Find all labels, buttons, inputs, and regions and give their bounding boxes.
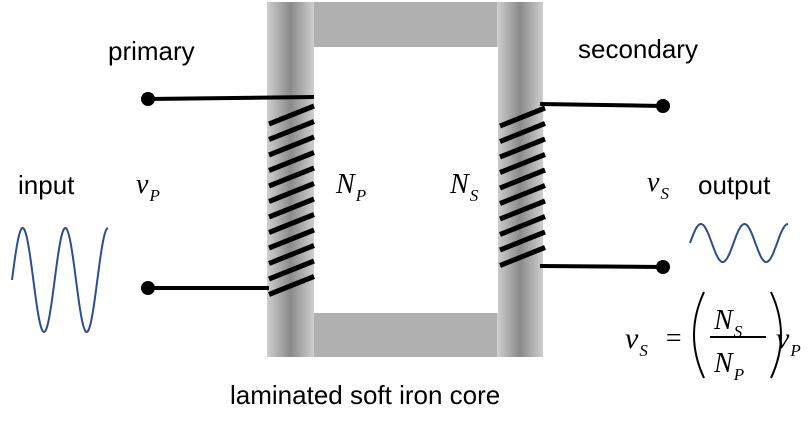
coil-winding bbox=[268, 134, 315, 158]
coil-winding bbox=[499, 229, 546, 253]
coil-winding bbox=[499, 136, 546, 160]
coil-winding bbox=[499, 198, 546, 222]
secondary-bottom-terminal bbox=[656, 260, 670, 274]
equation-rhs: vP bbox=[776, 322, 801, 360]
ns-symbol: NS bbox=[449, 169, 479, 205]
coil-winding bbox=[268, 165, 315, 189]
coil-winding bbox=[499, 183, 546, 206]
coil-winding bbox=[499, 245, 546, 268]
coil-winding bbox=[268, 212, 315, 235]
coil-winding bbox=[268, 274, 315, 297]
secondary-coil bbox=[499, 105, 546, 268]
secondary-top-lead bbox=[539, 102, 664, 108]
coil-winding bbox=[268, 243, 315, 266]
primary-top-terminal bbox=[141, 92, 155, 106]
coil-winding bbox=[499, 214, 546, 237]
equation-lhs: vS bbox=[625, 322, 648, 360]
primary-bottom-terminal bbox=[141, 281, 155, 295]
coil-winding bbox=[268, 258, 315, 282]
coil-winding bbox=[499, 105, 546, 129]
secondary-bottom-lead bbox=[539, 264, 664, 269]
vs-symbol: vS bbox=[647, 167, 669, 203]
coil-winding bbox=[499, 167, 546, 191]
core-label: laminated soft iron core bbox=[230, 380, 500, 410]
equation-denominator: NP bbox=[713, 348, 744, 384]
output-label: output bbox=[698, 170, 771, 200]
equation-numerator: NS bbox=[713, 305, 743, 341]
np-symbol: NP bbox=[335, 169, 366, 205]
input-sine-wave bbox=[11, 226, 109, 334]
coil-winding bbox=[268, 196, 315, 220]
coil-winding bbox=[268, 119, 315, 142]
primary-label: primary bbox=[108, 36, 195, 66]
coil-winding bbox=[268, 227, 315, 251]
left-paren bbox=[693, 291, 705, 379]
coil-winding bbox=[499, 152, 546, 175]
vp-symbol: vP bbox=[136, 169, 160, 205]
primary-coil bbox=[268, 103, 315, 297]
secondary-label: secondary bbox=[578, 34, 698, 64]
primary-top-lead bbox=[147, 95, 315, 101]
core-window bbox=[314, 47, 498, 313]
secondary-top-terminal bbox=[656, 99, 670, 113]
right-paren bbox=[770, 291, 782, 379]
input-label: input bbox=[18, 170, 75, 200]
coil-winding bbox=[499, 121, 546, 144]
equation-equals: = bbox=[664, 323, 683, 354]
coil-winding bbox=[268, 181, 315, 204]
output-sine-wave bbox=[689, 222, 789, 264]
coil-winding bbox=[268, 150, 315, 173]
coil-winding bbox=[268, 103, 315, 127]
turns-ratio-equation: vS = NS NP vP bbox=[625, 291, 801, 384]
